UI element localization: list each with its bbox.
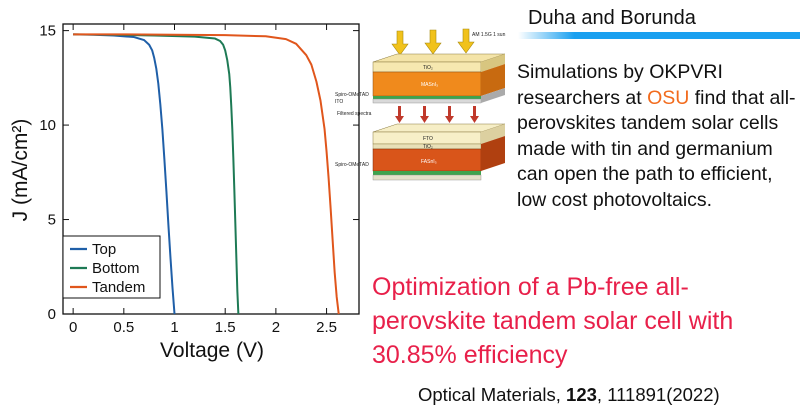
summary-part-2: find that all-perovskites tandem solar c… [517,86,796,211]
top-layer-htl: Spiro-OMeTAD [335,92,369,98]
citation-volume: 123 [566,384,597,405]
y-tick-label: 15 [39,23,56,40]
series-line-top [73,33,176,315]
legend-label-top: Top [92,241,116,258]
y-axis-title: J (mA/cm²) [9,119,32,222]
bottom-layer-fto: FTO [423,136,433,142]
jv-curve-chart: 0 0.5 1 1.5 2 2.5 0 5 10 15 Voltage (V) J (mA/cm²… [9,23,360,362]
x-tick-label: 0 [69,319,77,336]
y-tick-label: 5 [48,212,56,229]
plot-area-border [62,23,360,315]
author-label: Duha and Borunda [528,7,696,29]
top-layer-absorber: MASnI₃ [421,82,438,88]
series-lines [73,33,340,315]
osu-highlight: OSU [647,86,690,109]
y-tick-label: 10 [39,117,56,134]
x-tick-label: 2 [272,319,280,336]
top-layer-tio2: TiO₂ [423,65,433,71]
y-tick-label: 0 [48,306,56,323]
x-tick-label: 2.5 [316,319,337,336]
paper-title: Optimization of a Pb-free all-perovskite… [372,273,734,369]
legend-label-tandem: Tandem [92,279,145,296]
bottom-layer-htl: Spiro-OMeTAD [335,162,369,168]
filtered-light-arrows-icon [395,106,479,123]
plot-frame [62,23,360,315]
bottom-cell-stack [372,123,506,181]
bottom-layer-tio2: TiO₂ [423,144,433,150]
top-layer-ito: ITO [335,99,343,105]
x-tick-label: 0.5 [113,319,134,336]
series-line-bottom [73,33,240,315]
citation: Optical Materials, 123, 111891(2022) [418,384,720,406]
citation-journal: Optical Materials, [418,384,567,405]
filtered-spectra-label: Filtered spectra [337,111,372,117]
x-tick-label: 1.5 [215,319,236,336]
x-axis-title: Voltage (V) [160,339,264,362]
tandem-device-schematic: AM 1.5G 1 sun TiO₂ MASnI₃ Spiro-OMeTAD I… [335,28,506,181]
sunlight-arrows-icon [391,28,475,56]
series-line-tandem [73,33,340,315]
accent-bar [518,32,800,39]
top-cell-stack [372,53,506,104]
illumination-label: AM 1.5G 1 sun [472,32,506,38]
x-tick-label: 1 [170,319,178,336]
legend-label-bottom: Bottom [92,260,140,277]
bottom-layer-absorber: FASnI₃ [421,159,437,165]
axis-ticks: 0 0.5 1 1.5 2 2.5 0 5 10 15 [39,23,359,336]
citation-pages-year: , 111891(2022) [596,384,720,405]
summary-part-1: Simulations by OKPVRI researchers at [517,61,723,109]
summary-text: Simulations by OKPVRI researchers at OSU… [517,60,800,213]
